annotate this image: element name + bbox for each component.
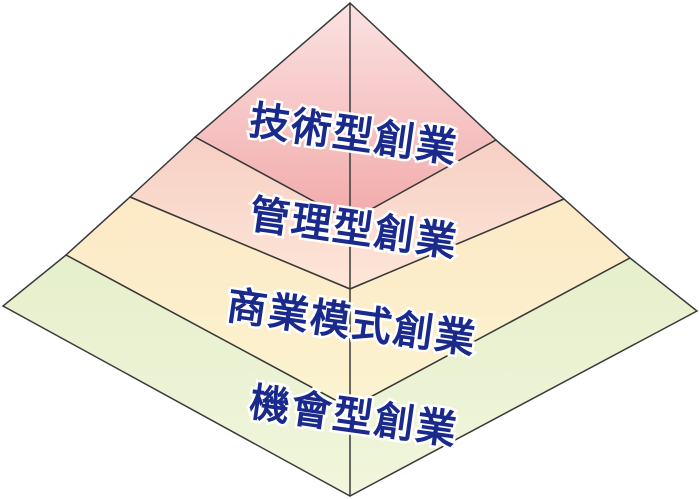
pyramid-diagram: 技術型創業 管理型創業 商業模式創業 機會型創業 bbox=[1, 1, 699, 497]
